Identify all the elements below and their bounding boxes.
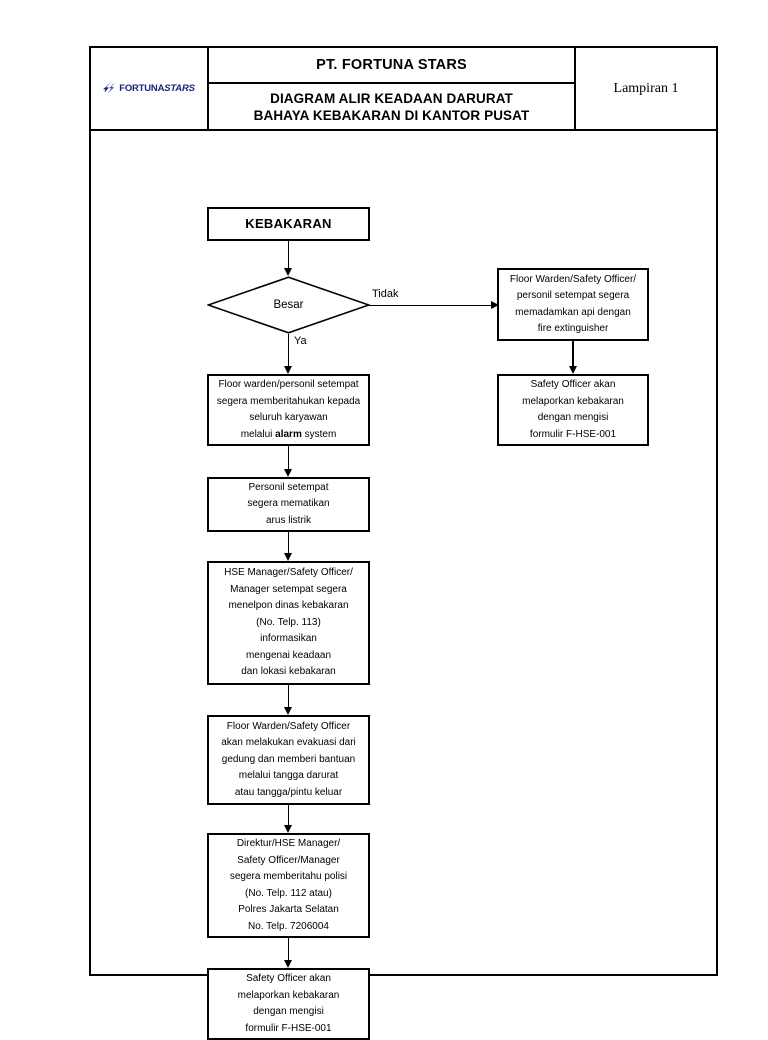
- node-line: segera memberitahukan kepada: [216, 395, 361, 407]
- connector-electricity-to-call: [287, 532, 290, 553]
- arrowhead-right: [491, 300, 499, 309]
- node-line: dengan mengisi: [537, 412, 609, 423]
- attachment-label: Lampiran 1: [613, 80, 679, 96]
- arrowhead-down: [284, 553, 292, 561]
- connector-decision-to-notify: [287, 334, 290, 366]
- attachment-cell: Lampiran 1: [576, 48, 716, 129]
- node-line: Safety Officer akan: [530, 379, 616, 390]
- edge-label-tidak: Tidak: [372, 288, 399, 300]
- node-line: gedung dan memberi bantuan: [221, 753, 356, 765]
- node-line: No. Telp. 7206004: [248, 920, 329, 932]
- arrowhead-down: [284, 960, 292, 968]
- node-line: melalui alarm system: [240, 428, 337, 440]
- node-line: KEBAKARAN: [245, 216, 332, 231]
- decision-label: Besar: [273, 299, 304, 311]
- node-line: Safety Officer akan: [246, 973, 331, 984]
- node-line: Floor warden/personil setempat: [218, 379, 359, 390]
- document-title-row: DIAGRAM ALIR KEADAAN DARURAT BAHAYA KEBA…: [209, 84, 574, 129]
- node-line: melalui tangga darurat: [238, 770, 339, 782]
- connector-notify-to-electricity: [287, 446, 290, 469]
- connector-evacuate-to-police: [287, 805, 290, 825]
- flow-node-decision-besar: Besar: [207, 276, 370, 334]
- node-line: (No. Telp. 112 atau): [245, 887, 332, 899]
- arrowhead-down: [284, 268, 292, 276]
- node-line: Floor Warden/Safety Officer/: [509, 273, 637, 285]
- company-name-row: PT. FORTUNA STARS: [209, 48, 574, 84]
- document-title-line-1: DIAGRAM ALIR KEADAAN DARURAT: [270, 90, 513, 106]
- node-line: Safety Officer/Manager: [237, 854, 340, 866]
- document-title-line-2: BAHAYA KEBAKARAN DI KANTOR PUSAT: [253, 107, 530, 123]
- node-line: informasikan: [260, 633, 317, 645]
- logo-text-bold: FORTUNA: [119, 83, 165, 94]
- node-line: Polres Jakarta Selatan: [238, 904, 339, 915]
- arrowhead-down: [284, 366, 292, 374]
- company-name: PT. FORTUNA STARS: [316, 57, 467, 73]
- node-line: (No. Telp. 113): [256, 616, 321, 628]
- node-line: Personil setempat: [248, 481, 329, 493]
- node-line: melaporkan kebakaran: [522, 395, 624, 407]
- title-cell: PT. FORTUNA STARS DIAGRAM ALIR KEADAAN D…: [209, 48, 576, 129]
- node-line: menelpon dinas kebakaran: [228, 600, 349, 612]
- flow-node-cut-electricity: Personil setempat segera mematikan arus …: [207, 477, 370, 532]
- arrowhead-down: [284, 825, 292, 833]
- node-line: memadamkan api dengan: [515, 306, 631, 318]
- node-line: Manager setempat segera: [230, 583, 347, 595]
- logo-text-italic: STARS: [164, 83, 195, 94]
- node-line: formulir F-HSE-001: [245, 1022, 332, 1034]
- arrowhead-down: [284, 707, 292, 715]
- flow-node-notify-police: Direktur/HSE Manager/ Safety Officer/Man…: [207, 833, 370, 938]
- company-logo: FORTUNASTARS: [103, 81, 195, 96]
- flow-node-kebakaran: KEBAKARAN: [207, 207, 370, 241]
- node-line: atau tangga/pintu keluar: [234, 786, 343, 798]
- connector-start-to-decision: [287, 241, 290, 268]
- node-line: HSE Manager/Safety Officer/: [224, 567, 353, 579]
- flow-node-notify-employees: Floor warden/personil setempat segera me…: [207, 374, 370, 446]
- connector-police-to-report: [287, 938, 290, 960]
- connector-decision-to-extinguish: [369, 304, 491, 307]
- node-line: akan melakukan evakuasi dari: [221, 737, 356, 749]
- node-line: dengan mengisi: [253, 1006, 324, 1017]
- node-line: formulir F-HSE-001: [529, 428, 617, 440]
- node-line: personil setempat segera: [516, 290, 630, 301]
- edge-label-ya: Ya: [294, 335, 307, 347]
- node-line: melaporkan kebakaran: [237, 989, 340, 1001]
- node-line: dan lokasi kebakaran: [241, 666, 336, 678]
- flow-node-extinguish-fire: Floor Warden/Safety Officer/ personil se…: [497, 268, 649, 341]
- node-line: fire extinguisher: [537, 323, 609, 334]
- node-line: Floor Warden/Safety Officer: [226, 720, 351, 732]
- arrowhead-down: [284, 469, 292, 477]
- node-line: arus listrik: [265, 514, 311, 526]
- logo-text: FORTUNASTARS: [119, 83, 195, 94]
- document-frame: FORTUNASTARS PT. FORTUNA STARS DIAGRAM A…: [89, 46, 718, 1040]
- connector-extinguish-to-report: [572, 341, 574, 366]
- flowchart-canvas: KEBAKARAN Besar Tidak Ya Floor warden/pe…: [91, 131, 716, 1040]
- flow-node-report-fire-side: Safety Officer akan melaporkan kebakaran…: [497, 374, 649, 446]
- logo-cell: FORTUNASTARS: [91, 48, 209, 129]
- node-line: seluruh karyawan: [249, 412, 328, 423]
- connector-call-to-evacuate: [287, 685, 290, 707]
- flow-node-evacuate-building: Floor Warden/Safety Officer akan melakuk…: [207, 715, 370, 805]
- flow-node-call-fire-department: HSE Manager/Safety Officer/ Manager sete…: [207, 561, 370, 685]
- document-header: FORTUNASTARS PT. FORTUNA STARS DIAGRAM A…: [91, 48, 716, 131]
- flow-node-report-fire-main: Safety Officer akan melaporkan kebakaran…: [207, 968, 370, 1040]
- node-line: segera mematikan: [247, 498, 330, 510]
- flame-bolt-logo-icon: [103, 81, 116, 94]
- diamond-shape-icon: [207, 276, 370, 334]
- node-line: Direktur/HSE Manager/: [236, 838, 341, 849]
- node-line: mengenai keadaan: [245, 649, 332, 661]
- node-line: segera memberitahu polisi: [229, 871, 348, 882]
- arrowhead-down: [568, 366, 577, 374]
